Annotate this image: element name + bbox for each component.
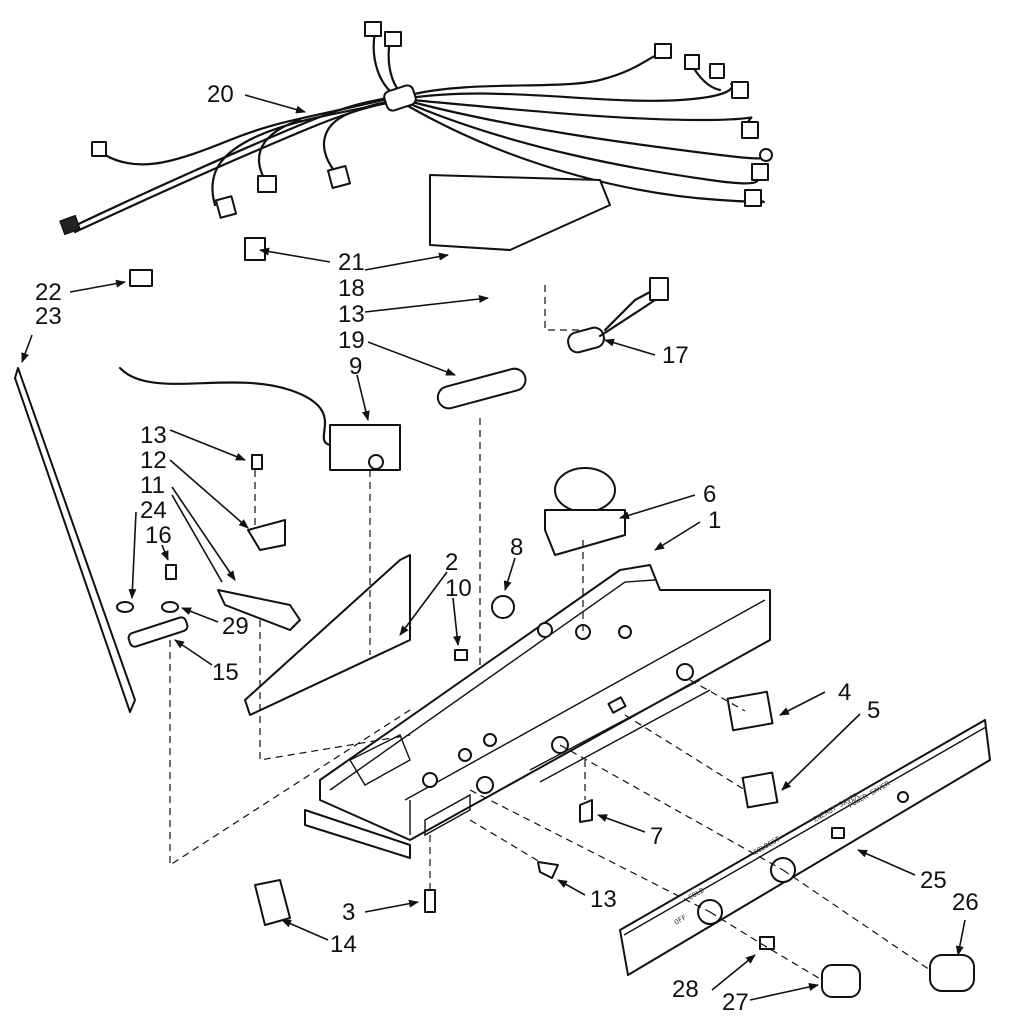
assembly-guides (169, 285, 931, 981)
callout-4: 4 (838, 679, 851, 706)
small-parts (14, 174, 975, 998)
callout-3: 3 (342, 899, 355, 926)
callout-12: 12 (140, 447, 167, 474)
callout-22: 22 (35, 279, 62, 306)
control-housing (244, 554, 771, 859)
callout-6: 6 (703, 481, 716, 508)
callout-18: 18 (338, 275, 365, 302)
callout-11: 11 (140, 472, 165, 499)
callout-19: 19 (338, 327, 365, 354)
callout-28: 28 (672, 976, 699, 1003)
callout-23: 23 (35, 303, 62, 330)
callout-24: 24 (140, 497, 167, 524)
callout-20: 20 (207, 81, 234, 108)
wire-harness (59, 21, 773, 236)
callout-16: 16 (145, 522, 172, 549)
callout-14: 14 (330, 931, 357, 958)
callout-9: 9 (349, 353, 362, 380)
callout-5: 5 (867, 697, 880, 724)
callout-25: 25 (920, 867, 947, 894)
callout-15: 15 (212, 659, 239, 686)
callout-labels: 20 21 18 22 23 13 19 17 9 13 12 11 24 16… (35, 81, 979, 1016)
callout-26: 26 (952, 889, 979, 916)
callout-13-c: 13 (590, 886, 617, 913)
callout-27: 27 (722, 989, 749, 1016)
callout-21: 21 (338, 249, 365, 276)
callout-13-b: 13 (140, 422, 167, 449)
front-panel: COLD COLDEST OFF ENERGY SAVER POWER SAVE… (619, 719, 991, 976)
callout-8: 8 (510, 534, 523, 561)
callout-13-a: 13 (338, 301, 365, 328)
callout-1: 1 (708, 507, 721, 534)
callout-29: 29 (222, 613, 249, 640)
callout-7: 7 (650, 823, 663, 850)
callout-17: 17 (662, 342, 689, 369)
leader-lines (21, 94, 966, 1001)
callout-2: 2 (445, 549, 458, 576)
callout-10: 10 (445, 575, 472, 602)
